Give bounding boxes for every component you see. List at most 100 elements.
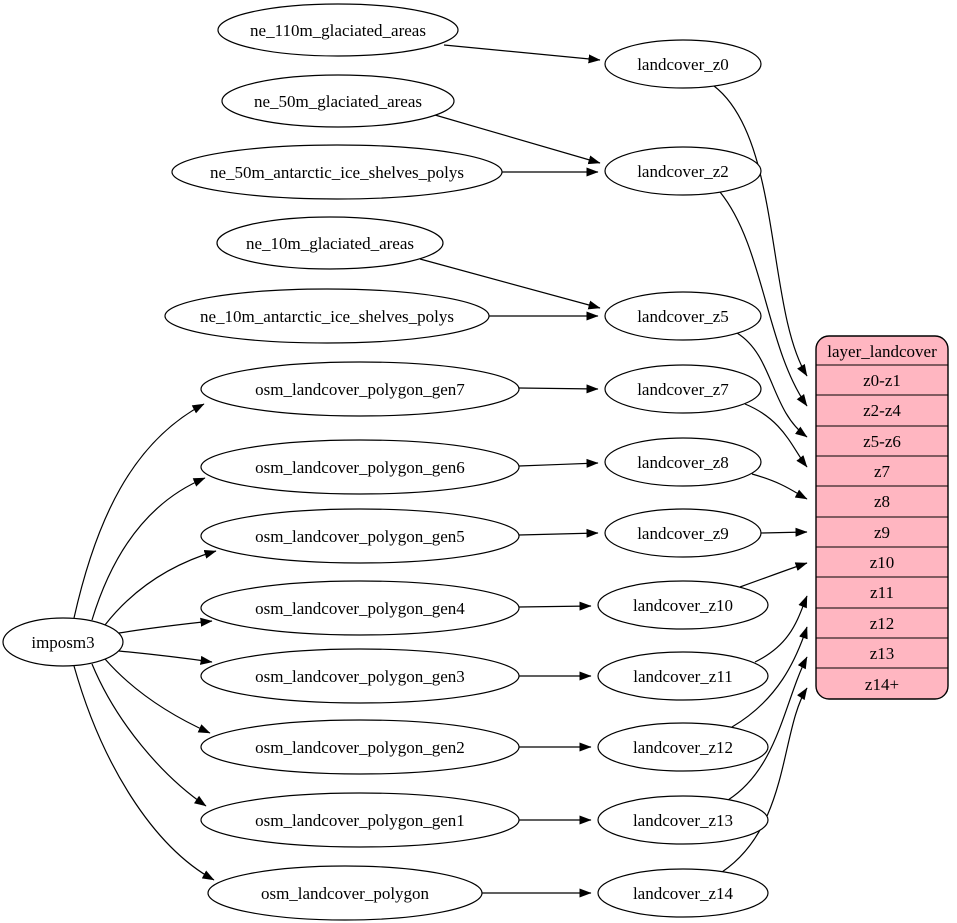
node-osm_landcover_polygon_gen4: osm_landcover_polygon_gen4 [200, 580, 520, 636]
layer-table-row: z10 [870, 553, 895, 572]
label: osm_landcover_polygon_gen5 [255, 527, 465, 546]
edge-imposm3-osm_landcover_polygon [73, 665, 215, 881]
edge-landcover_z11-row-z11 [754, 595, 808, 663]
imposm3-label: imposm3 [31, 633, 94, 652]
ellipse [164, 288, 490, 344]
node-osm_landcover_polygon_gen2: osm_landcover_polygon_gen2 [200, 719, 520, 775]
ellipse [597, 580, 769, 630]
node-landcover_z2: landcover_z2 [604, 146, 762, 196]
ellipse [604, 291, 762, 341]
edge-imposm3-gen7 [73, 403, 205, 619]
label: landcover_z7 [637, 380, 729, 399]
node-landcover_z10: landcover_z10 [597, 580, 769, 630]
edge-ne_50m_glaciated_areas-landcover_z2 [434, 114, 601, 165]
node-ne_50m_glaciated_areas: ne_50m_glaciated_areas [221, 74, 455, 128]
ellipse [200, 719, 520, 775]
ellipse [200, 792, 520, 848]
edge-gen7-landcover_z7 [518, 384, 599, 394]
edge-landcover_z13-row-z13 [727, 656, 808, 801]
label: osm_landcover_polygon [261, 884, 430, 903]
ellipse [604, 364, 762, 414]
node-landcover_z5: landcover_z5 [604, 291, 762, 341]
edge-landcover_z5-row-z5-z6 [736, 332, 808, 438]
label: landcover_z9 [637, 524, 729, 543]
ellipse [200, 648, 520, 704]
layer-table-row: z13 [870, 644, 895, 663]
label: landcover_z8 [637, 453, 729, 472]
label: osm_landcover_polygon_gen4 [255, 599, 465, 618]
node-osm_landcover_polygon_gen1: osm_landcover_polygon_gen1 [200, 792, 520, 848]
ellipse [604, 508, 762, 558]
label: osm_landcover_polygon_gen3 [255, 667, 465, 686]
edge-ne_10m_glaciated_areas-landcover_z5 [419, 258, 601, 310]
ellipse [200, 439, 520, 495]
edge-landcover_z14-row-z14p [721, 687, 808, 873]
edge-imposm3-gen6 [91, 477, 206, 621]
ellipse [597, 722, 769, 772]
label: landcover_z2 [637, 162, 729, 181]
label: ne_10m_glaciated_areas [246, 234, 414, 253]
edge-landcover_z10-row-z10 [739, 562, 808, 588]
edge-landcover_z12-row-z12 [731, 626, 808, 728]
edge-gen4-landcover_z10 [518, 601, 592, 611]
node-imposm3: imposm3 [2, 617, 124, 667]
edge-imposm3-gen1 [91, 663, 207, 807]
ellipse [200, 361, 520, 417]
node-osm_landcover_polygon_gen5: osm_landcover_polygon_gen5 [200, 508, 520, 564]
edge-imposm3-gen2 [104, 658, 211, 734]
ellipse [604, 146, 762, 196]
edge-landcover_z7-row-z7 [744, 403, 808, 468]
ellipse [221, 74, 455, 128]
label: ne_10m_antarctic_ice_shelves_polys [200, 307, 454, 326]
edge-group [73, 44, 808, 898]
node-landcover_z7: landcover_z7 [604, 364, 762, 414]
layer-table-row: z9 [874, 523, 890, 542]
edge-landcover_z9-row-z9 [760, 527, 808, 537]
label: landcover_z14 [633, 884, 734, 903]
ellipse [171, 144, 503, 200]
ellipse [597, 795, 769, 845]
layer-table-row: z8 [874, 492, 890, 511]
node-landcover_z8: landcover_z8 [604, 437, 762, 487]
edge-landcover_z2-row-z2-z4 [719, 191, 808, 407]
node-ne_110m_glaciated_areas: ne_110m_glaciated_areas [217, 3, 459, 57]
layer-table-title: layer_landcover [827, 342, 937, 361]
label: osm_landcover_polygon_gen6 [255, 458, 465, 477]
ellipse [200, 508, 520, 564]
edge-ne_110m_glaciated_areas-landcover_z0 [443, 44, 601, 64]
layer-table-row: z0-z1 [863, 371, 901, 390]
node-osm_landcover_polygon_gen6: osm_landcover_polygon_gen6 [200, 439, 520, 495]
node-landcover_z14: landcover_z14 [597, 868, 769, 918]
node-osm_landcover_polygon: osm_landcover_polygon [207, 865, 483, 921]
layer-table-row: z11 [870, 583, 894, 602]
layer-table-row: z5-z6 [863, 432, 901, 451]
ellipse [597, 651, 769, 701]
node-ne_50m_antarctic_ice_shelves_polys: ne_50m_antarctic_ice_shelves_polys [171, 144, 503, 200]
ellipse [604, 39, 762, 89]
node-landcover_z0: landcover_z0 [604, 39, 762, 89]
ellipse [604, 437, 762, 487]
edge-gen5-landcover_z9 [518, 528, 599, 538]
ellipse [207, 865, 483, 921]
edge-imposm3-gen4 [118, 617, 213, 634]
label: landcover_z12 [633, 738, 733, 757]
ellipse [216, 216, 444, 270]
node-landcover_z12: landcover_z12 [597, 722, 769, 772]
label: ne_110m_glaciated_areas [250, 21, 426, 40]
edge-landcover_z0-row-z0-z1 [713, 85, 808, 377]
edge-gen6-landcover_z8 [518, 458, 599, 468]
label: ne_50m_glaciated_areas [254, 92, 422, 111]
edge-landcover_z8-row-z8 [751, 473, 808, 500]
layer-table-row: z2-z4 [863, 401, 901, 420]
layer-table-row: z14+ [865, 675, 899, 694]
node-osm_landcover_polygon_gen3: osm_landcover_polygon_gen3 [200, 648, 520, 704]
ellipse [597, 868, 769, 918]
label: osm_landcover_polygon_gen1 [255, 811, 465, 830]
edge-imposm3-gen3 [118, 650, 213, 665]
edge-imposm3-gen5 [104, 549, 217, 626]
label: ne_50m_antarctic_ice_shelves_polys [210, 163, 464, 182]
label: osm_landcover_polygon_gen7 [255, 380, 465, 399]
label: landcover_z10 [633, 596, 733, 615]
label: landcover_z0 [637, 55, 729, 74]
